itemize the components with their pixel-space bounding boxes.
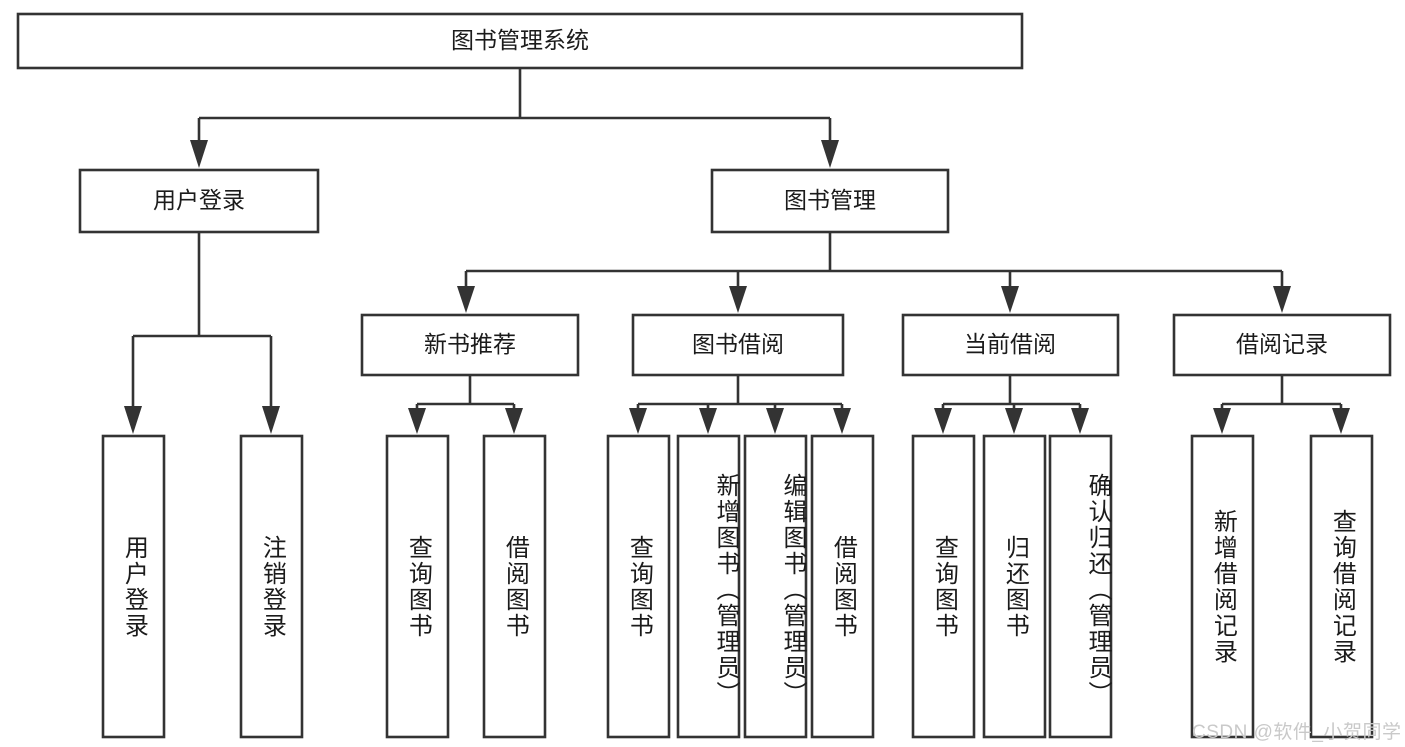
edge-group-borrow-record-to-leaves [1213,375,1350,434]
arrow-to-leaf-add-book [699,408,717,434]
csdn-watermark: CSDN @软件_小贺同学 [1192,722,1402,743]
leaf-box-confirm-return[interactable] [1048,434,1113,739]
arrow-to-leaf-user-login [124,406,142,434]
arrow-to-new-book-rec [457,286,475,313]
node-current-borrow-box[interactable] [901,313,1120,377]
node-user-login-label: 用户登录 [153,187,245,213]
arrow-to-leaf-borrow-book [833,408,851,434]
leaf-box-group [101,434,1374,739]
node-root-book-management-system[interactable]: 图书管理系统 [16,12,1024,70]
leaf-box-query-book-borrow[interactable] [606,434,671,739]
leaf-box-return-book[interactable] [982,434,1047,739]
node-borrow-record[interactable]: 借阅记录 [1172,313,1392,377]
leaf-box-user-login[interactable] [101,434,166,739]
node-current-borrow[interactable]: 当前借阅 [901,313,1120,377]
node-book-borrow-label: 图书借阅 [692,331,784,357]
node-book-manage[interactable]: 图书管理 [710,168,950,234]
leaf-box-edit-book[interactable] [743,434,808,739]
node-book-manage-box[interactable] [710,168,950,234]
node-root-label: 图书管理系统 [451,27,589,53]
edge-group-book-manage-to-level3 [457,232,1291,313]
leaf-box-query-book-cur[interactable] [911,434,976,739]
edge-group-current-borrow-to-leaves [934,375,1089,434]
edge-group-new-book-rec-to-leaves [408,375,523,434]
arrow-to-current-borrow [1001,286,1019,313]
leaf-box-add-record[interactable] [1190,434,1255,739]
node-book-manage-label: 图书管理 [784,187,876,213]
arrow-to-leaf-query-record [1332,408,1350,434]
node-book-borrow-box[interactable] [631,313,845,377]
arrow-to-leaf-return-book [1005,408,1023,434]
node-new-book-rec-box[interactable] [360,313,580,377]
arrow-to-leaf-query-book-cur [934,408,952,434]
leaf-box-add-book[interactable] [676,434,741,739]
leaf-box-query-record[interactable] [1309,434,1374,739]
arrow-root-to-user-login [190,140,208,168]
arrow-to-leaf-confirm-return [1071,408,1089,434]
arrow-to-leaf-query-book-rec [408,408,426,434]
edge-group-book-borrow-to-leaves [629,375,851,434]
node-borrow-record-label: 借阅记录 [1236,331,1328,357]
arrow-to-leaf-query-book-borrow [629,408,647,434]
leaf-box-borrow-book[interactable] [810,434,875,739]
node-book-borrow[interactable]: 图书借阅 [631,313,845,377]
node-user-login-box[interactable] [78,168,320,234]
node-new-book-rec-label: 新书推荐 [424,331,516,357]
node-user-login[interactable]: 用户登录 [78,168,320,234]
edge-group-user-login-to-leaves [124,232,280,434]
arrow-to-leaf-edit-book [766,408,784,434]
arrow-to-leaf-logout [262,406,280,434]
arrow-to-leaf-borrow-book-rec [505,408,523,434]
leaf-box-logout[interactable] [239,434,304,739]
edge-group-root-to-level2 [190,68,839,168]
node-current-borrow-label: 当前借阅 [964,331,1056,357]
leaf-box-borrow-book-rec[interactable] [482,434,547,739]
node-root-box[interactable] [16,12,1024,70]
arrow-root-to-book-manage [821,140,839,168]
arrow-to-book-borrow [729,286,747,313]
node-new-book-recommendation[interactable]: 新书推荐 [360,313,580,377]
arrow-to-borrow-record [1273,286,1291,313]
arrow-to-leaf-add-record [1213,408,1231,434]
node-borrow-record-box[interactable] [1172,313,1392,377]
leaf-box-query-book-rec[interactable] [385,434,450,739]
